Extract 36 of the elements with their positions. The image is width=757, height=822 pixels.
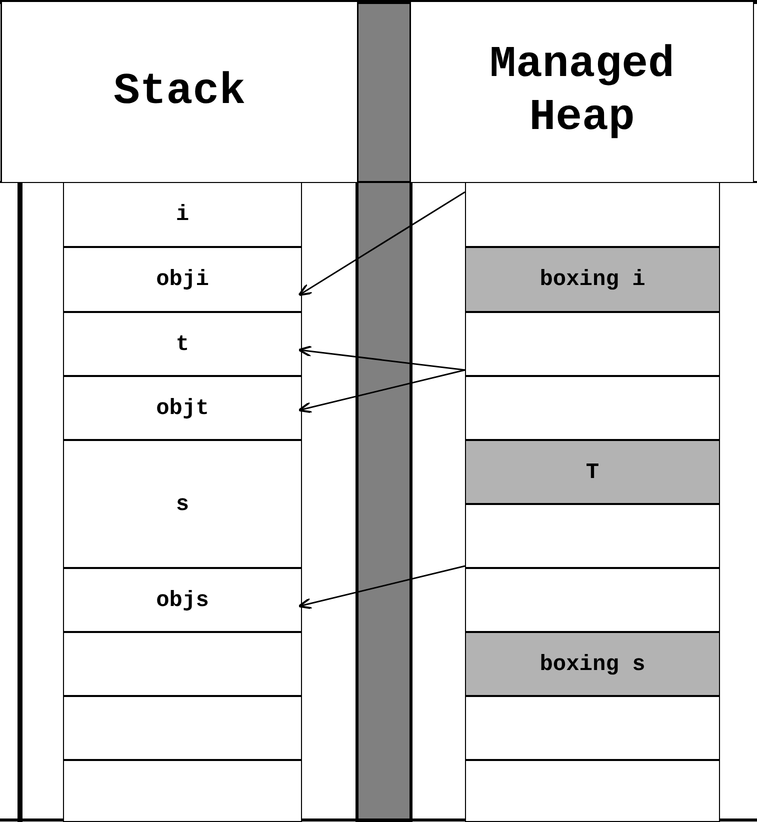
variable-label: boxing s bbox=[540, 652, 646, 676]
stack-cell bbox=[63, 182, 302, 247]
variable-label: t bbox=[176, 332, 190, 356]
column-header bbox=[2, 2, 357, 182]
variable-label: T bbox=[586, 460, 600, 484]
stack-cell bbox=[63, 696, 302, 760]
heap-cell bbox=[465, 696, 720, 760]
variable-label: objs bbox=[156, 588, 209, 612]
heap-cell bbox=[465, 504, 720, 568]
header-label: Managed Heap bbox=[488, 39, 676, 145]
heap-cell bbox=[465, 760, 720, 822]
stack-cell bbox=[63, 376, 302, 440]
arrow bbox=[298, 191, 466, 296]
stack-cell bbox=[63, 247, 302, 312]
arrow bbox=[298, 565, 466, 610]
column-header bbox=[411, 2, 753, 182]
heap-cell bbox=[465, 568, 720, 632]
stack-cell bbox=[63, 440, 302, 568]
stack-cell bbox=[63, 760, 302, 822]
variable-label: i bbox=[176, 202, 190, 227]
arrow bbox=[298, 345, 466, 371]
stack-cell bbox=[63, 312, 302, 376]
heap-cell bbox=[465, 440, 720, 504]
heap-cell bbox=[465, 182, 720, 247]
stack-cell bbox=[63, 568, 302, 632]
variable-label: s bbox=[176, 492, 190, 516]
heap-cell bbox=[465, 376, 720, 440]
variable-label: obji bbox=[156, 267, 209, 292]
heap-cell bbox=[465, 632, 720, 696]
variable-label: boxing i bbox=[540, 267, 646, 292]
header-label: Stack bbox=[113, 66, 246, 118]
variable-label: objt bbox=[156, 396, 209, 420]
arrow bbox=[298, 369, 466, 414]
stack-cell bbox=[63, 632, 302, 696]
heap-cell bbox=[465, 247, 720, 312]
heap-cell bbox=[465, 312, 720, 376]
